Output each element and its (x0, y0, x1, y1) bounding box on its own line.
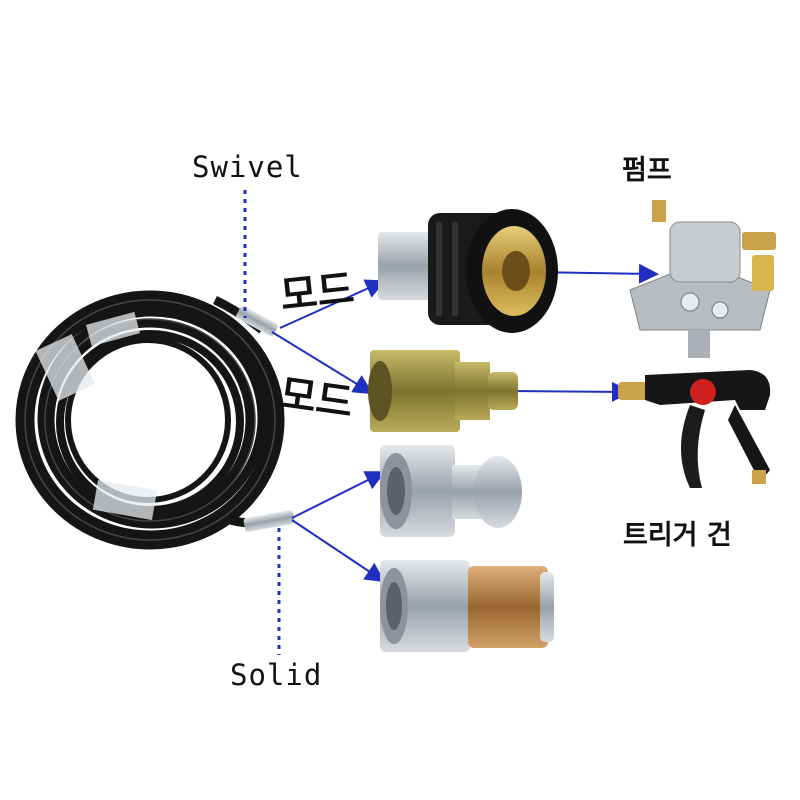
swivel-label: Swivel (192, 150, 303, 184)
rotating-nozzle (380, 445, 522, 537)
arrow-to-rotating-nozzle (291, 471, 386, 519)
tape-wraps (35, 311, 158, 520)
quick-connect-plug (368, 350, 518, 432)
jet-nozzle (380, 560, 554, 652)
pump-image (629, 200, 776, 358)
arrow-to-quick-connect (271, 331, 374, 395)
mode-label-top: 모드 (278, 266, 357, 320)
arrow-to-trigger-gun (504, 381, 632, 402)
m22-adapter (378, 209, 558, 333)
hose-end-solid (243, 510, 295, 532)
arrow-to-m22-adapter (279, 279, 386, 329)
trigger-gun-label: 트리거 건 (623, 520, 732, 551)
pump-label: 펌프 (622, 155, 672, 186)
mode-label-middle: 모드 (276, 371, 356, 427)
solid-label: Solid (230, 658, 323, 692)
hose-end-swivel (236, 306, 278, 336)
trigger-gun-image (618, 370, 771, 488)
arrow-to-jet-nozzle (291, 519, 386, 583)
